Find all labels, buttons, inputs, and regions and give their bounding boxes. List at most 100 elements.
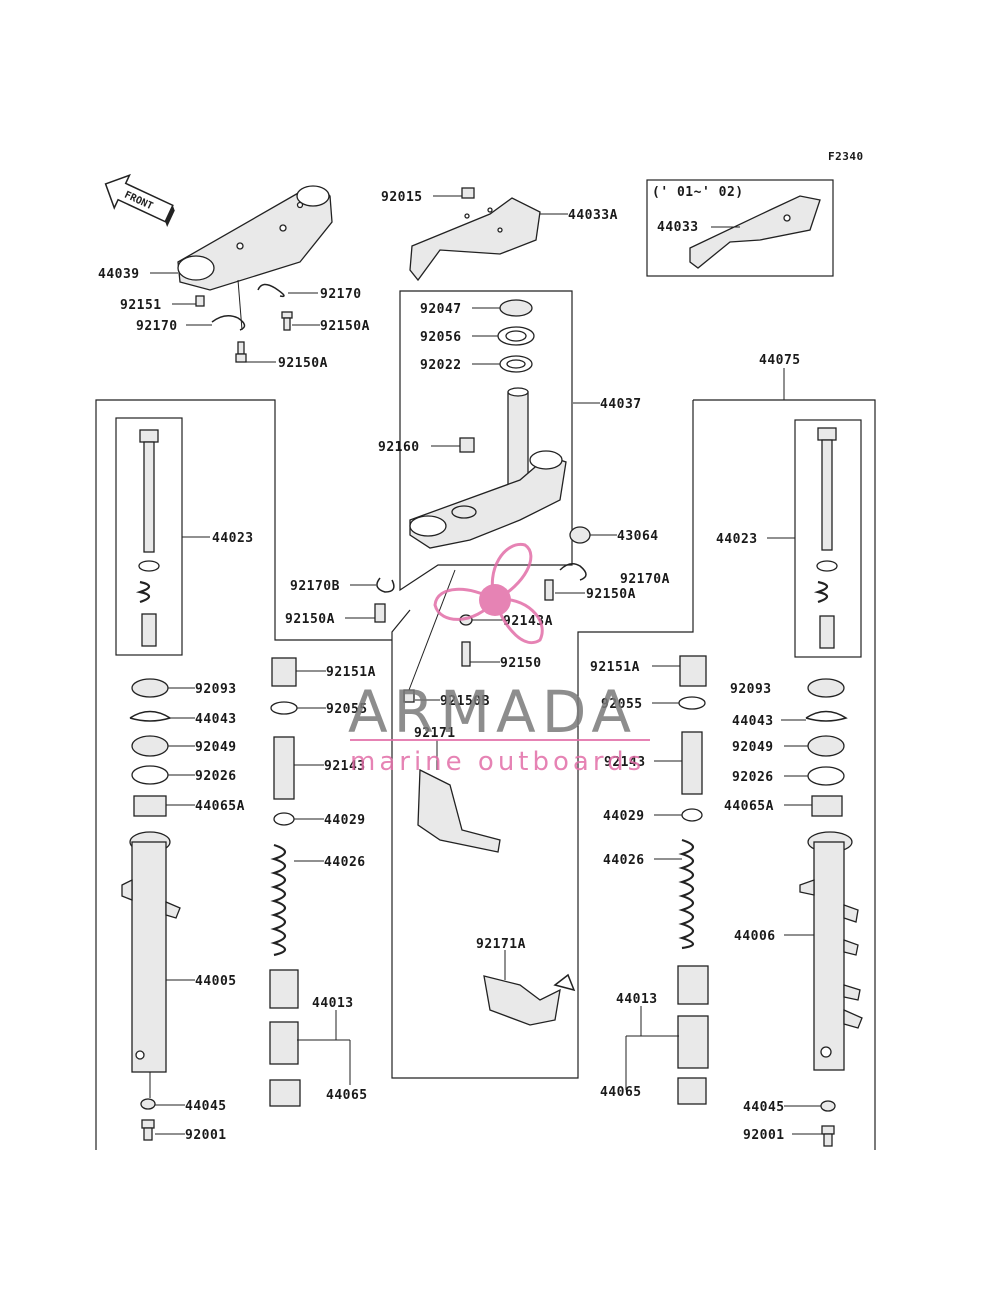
- nut-92047: [499, 299, 533, 317]
- part-number-label: 44037: [600, 397, 642, 412]
- part-number-label: 44065: [326, 1088, 368, 1103]
- part-number-label: 92170: [320, 287, 362, 302]
- part-number-label: 92170A: [620, 572, 670, 587]
- bracket-92171: [417, 768, 501, 853]
- part-number-label: 92171: [414, 726, 456, 741]
- propeller-logo-icon: [433, 543, 544, 644]
- left-spring-44026: [270, 843, 287, 957]
- right-oring-92055: [678, 696, 706, 710]
- nut-92015: [461, 187, 475, 199]
- part-number-label: 92171A: [476, 937, 526, 952]
- part-number-label: 92150B: [440, 694, 490, 709]
- watermark-subtitle: marine outboards: [350, 747, 645, 777]
- right-bushing-44065A: [811, 795, 843, 817]
- clip-92170B: [376, 577, 395, 593]
- part-number-label: 92143A: [503, 614, 553, 629]
- part-number-label: 44006: [734, 929, 776, 944]
- left-washer-44045: [140, 1098, 156, 1110]
- part-number-label: 92150A: [586, 587, 636, 602]
- part-number-label: 92026: [195, 769, 237, 784]
- part-number-label: 44043: [195, 712, 237, 727]
- clip-92170-lower: [211, 315, 246, 331]
- part-number-label: 44043: [732, 714, 774, 729]
- part-number-label: 92093: [730, 682, 772, 697]
- part-number-label: 92150A: [278, 356, 328, 371]
- bolt-92151: [195, 295, 205, 307]
- leader-lines: [149, 195, 822, 1135]
- bolt-92150A-upper: [281, 311, 293, 331]
- part-number-label: 92022: [420, 358, 462, 373]
- left-clip-44043: [129, 710, 172, 722]
- figure-code: F2340: [828, 150, 864, 163]
- left-seal-92093: [131, 678, 169, 698]
- part-number-label: 44065A: [724, 799, 774, 814]
- upper-bracket-44039: [177, 185, 333, 331]
- part-number-label: 44039: [98, 267, 140, 282]
- bracket-92171A: [483, 973, 576, 1026]
- left-seal-92049: [131, 735, 169, 757]
- part-number-label: 92001: [743, 1128, 785, 1143]
- cover-44033A: [409, 197, 541, 282]
- right-washer-44029: [681, 808, 703, 822]
- left-bolt-92001: [141, 1119, 155, 1141]
- part-number-label: 44045: [743, 1100, 785, 1115]
- washer-92056: [497, 326, 535, 346]
- bolt-92150A-left: [374, 603, 386, 623]
- part-number-label: 44029: [324, 813, 366, 828]
- part-number-label: 92150A: [285, 612, 335, 627]
- steering-stem-44037: [409, 387, 567, 549]
- bolt-92150: [461, 641, 471, 667]
- left-fork-bolt-92151A: [271, 657, 297, 687]
- right-washer-44045: [820, 1100, 836, 1112]
- part-number-label: 92026: [732, 770, 774, 785]
- right-outer-tube-44006: [799, 831, 863, 1071]
- part-number-label: 44005: [195, 974, 237, 989]
- part-number-label: 92170: [136, 319, 178, 334]
- part-number-label: 92047: [420, 302, 462, 317]
- bolt-92150A-lower: [235, 341, 247, 363]
- part-number-label: 92055: [326, 702, 368, 717]
- part-number-label: 44026: [603, 853, 645, 868]
- right-bolt-92001: [821, 1125, 835, 1147]
- right-collar-44013: [677, 965, 709, 1069]
- right-fork-frame: [693, 399, 876, 1150]
- part-number-label: 92056: [420, 330, 462, 345]
- cover-44033: [689, 195, 821, 269]
- part-number-label: 92151A: [326, 665, 376, 680]
- right-44023-assembly: [813, 427, 838, 649]
- washer-92022: [499, 355, 533, 373]
- watermark-title: ARMADA: [348, 678, 637, 746]
- left-fork-frame: [95, 399, 392, 1150]
- clip-92170-upper: [257, 283, 285, 298]
- frames: [95, 179, 876, 1150]
- right-seal-92093: [807, 678, 845, 698]
- part-number-label: 43064: [617, 529, 659, 544]
- left-bushing-44065: [269, 1079, 301, 1107]
- right-spring-44026: [678, 838, 695, 950]
- part-number-label: 44029: [603, 809, 645, 824]
- left-pipe-92143: [273, 736, 295, 800]
- right-bushing-44065: [677, 1077, 707, 1105]
- part-number-label: 44065: [600, 1085, 642, 1100]
- part-number-label: 92150: [500, 656, 542, 671]
- left-collar-44013: [269, 969, 299, 1065]
- part-number-label: 44033: [657, 220, 699, 235]
- part-number-label: 92151: [120, 298, 162, 313]
- part-labels: 92015 44033A 44033 44039 92151 92170 921…: [98, 190, 801, 1143]
- cap-43064: [569, 526, 591, 544]
- part-number-label: 92093: [195, 682, 237, 697]
- part-number-label: 44023: [716, 532, 758, 547]
- part-number-label: 44013: [616, 992, 658, 1007]
- front-direction-arrow: FRONT: [104, 173, 175, 227]
- part-number-label: 44075: [759, 353, 801, 368]
- part-number-label: 92049: [195, 740, 237, 755]
- part-number-label: 92015: [381, 190, 423, 205]
- right-pipe-92143: [681, 731, 703, 795]
- part-number-label: 44033A: [568, 208, 618, 223]
- stem-group-frame: [399, 290, 573, 592]
- part-number-label: 44065A: [195, 799, 245, 814]
- part-number-label: 44023: [212, 531, 254, 546]
- right-seal-92049: [807, 735, 845, 757]
- right-fork-frame-inner: [391, 400, 694, 1079]
